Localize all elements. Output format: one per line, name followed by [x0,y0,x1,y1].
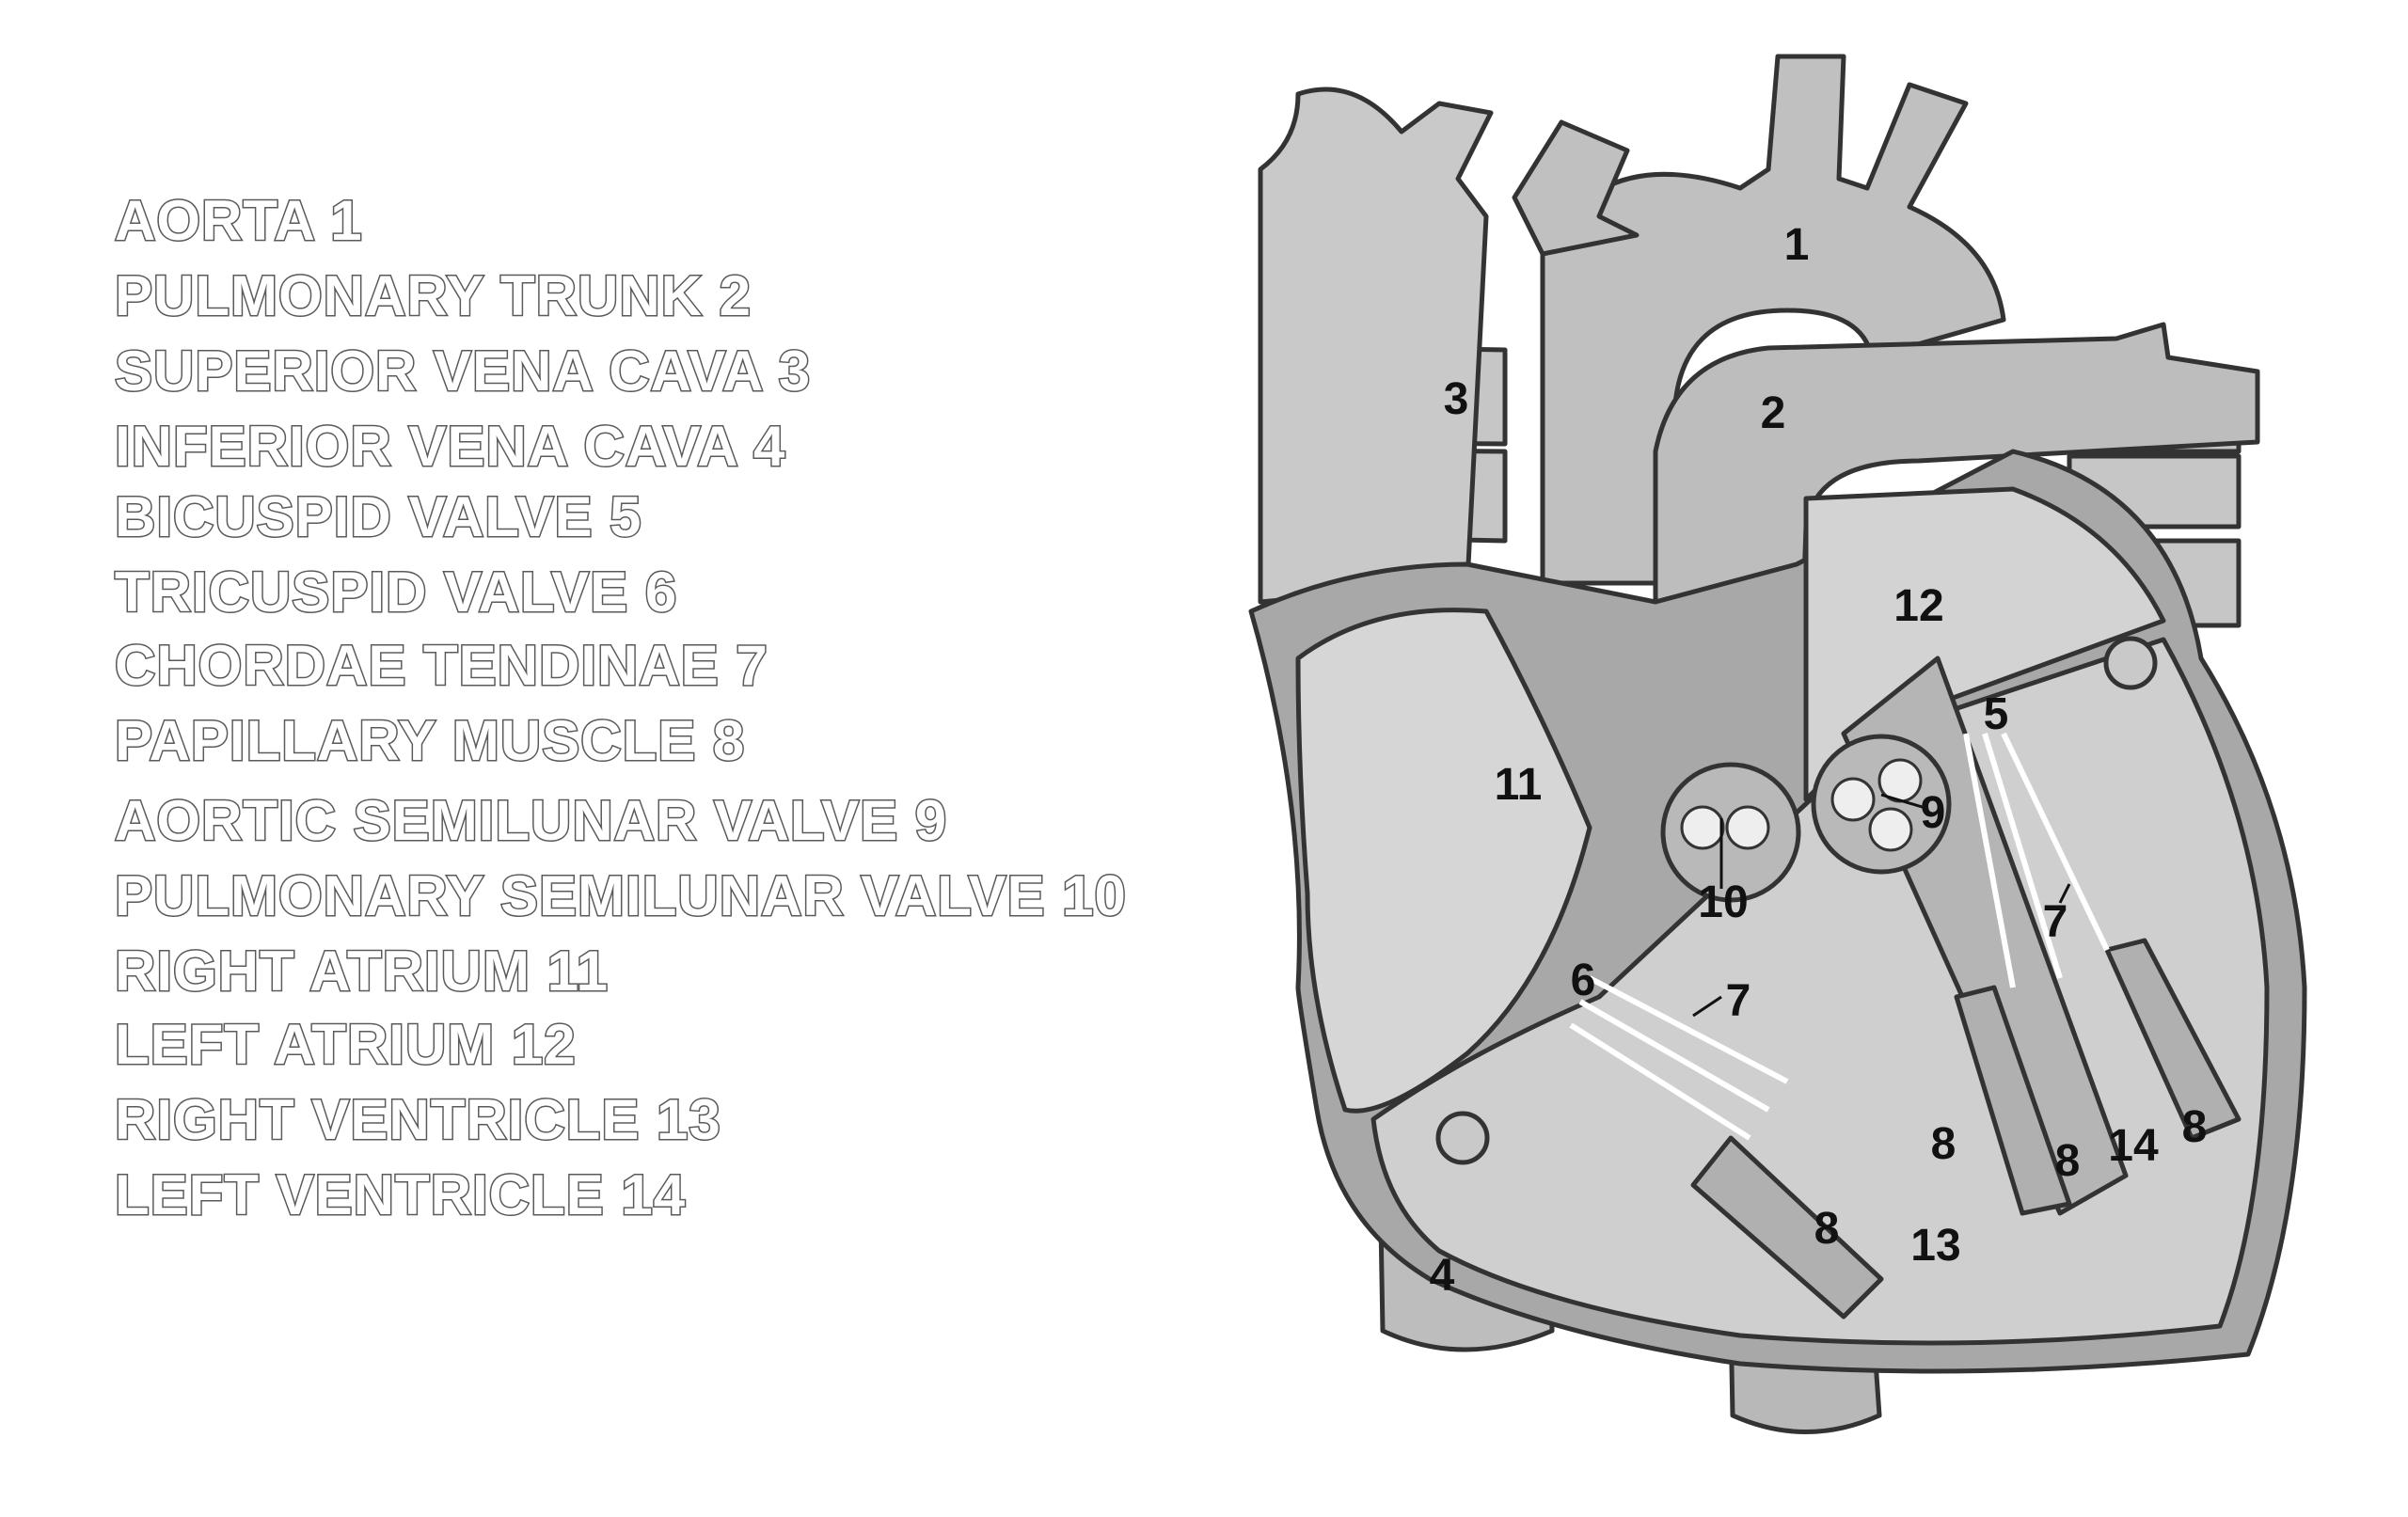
legend-item-aortic-semilunar-valve: AORTIC SEMILUNAR VALVE 9 [113,788,948,854]
legend-item-pulmonary-semilunar-valve: PULMONARY SEMILUNAR VALVE 10 [114,863,1128,929]
legend-item-right-atrium: RIGHT ATRIUM 11 [113,939,610,1004]
legend-item-inferior-vena-cava: INFERIOR VENA CAVA 4 [113,414,786,480]
label-tricuspid-valve: 6 [1571,956,1596,1005]
label-chordae-right: 7 [1726,976,1751,1026]
chordae-right-strand-1 [1588,975,1789,1084]
left-atrium-chamber [1803,486,2166,802]
label-bicuspid-valve: 5 [1984,689,2009,739]
label-inferior-vena-cava: 4 [1430,1251,1455,1301]
label-papillary-rv-lower: 8 [1814,1204,1840,1254]
papillary-muscle-lv-right [2104,938,2242,1141]
legend-item-pulmonary-trunk: PULMONARY TRUNK 2 [113,263,752,329]
label-superior-vena-cava: 3 [1444,374,1469,424]
label-papillary-rv-upper: 8 [1931,1119,1956,1169]
chordae-left-strand-3 [2001,732,2110,952]
pulmonary-valve-cusp-1 [1680,805,1725,850]
leader-valve-9 [1880,793,1929,811]
chordae-tendineae-lines [1569,732,2110,1141]
papillary-muscle-lv-mid [1954,985,2072,1216]
right-atrium-chamber [1295,608,1592,1114]
papillary-muscle-rv-lower [1690,1135,1884,1319]
label-pulmonary-trunk: 2 [1761,388,1786,438]
legend-item-superior-vena-cava: SUPERIOR VENA CAVA 3 [113,339,812,404]
label-aortic-semilunar-valve: 9 [1921,788,1946,838]
label-papillary-lv-mid: 8 [2055,1136,2081,1186]
superior-vena-cava [1258,87,1494,605]
coronary-vessel-right [2103,636,2158,690]
legend-item-aorta: AORTA 1 [114,188,364,254]
label-left-ventricle: 14 [2108,1121,2159,1171]
legend-item-left-ventricle: LEFT VENTRICLE 14 [113,1162,687,1228]
label-right-atrium: 11 [1495,760,1543,810]
pulmonary-valve-cusp-2 [1725,805,1770,850]
chordae-left-strand-2 [1982,733,2063,979]
label-right-ventricle: 13 [1910,1221,1960,1271]
legend-item-tricuspid-valve: TRICUSPID VALVE 6 [113,560,678,625]
aortic-valve-cusp-1 [1830,777,1876,822]
chordae-right-strand-2 [1578,999,1770,1113]
leader-lines [1692,793,2071,1018]
diagram-labels: 1 2 3 4 5 6 7 7 8 8 8 8 9 10 11 12 13 14 [1430,220,2208,1301]
leader-chordae-right [1692,995,1722,1018]
coronary-vessel-left [1435,1111,1490,1165]
chordae-left-strand-1 [1963,733,2016,988]
aortic-valve-cusp-3 [1868,807,1913,852]
label-chordae-left: 7 [2043,897,2068,947]
brachiocephalic-artery [1512,119,1640,257]
legend-item-left-atrium: LEFT ATRIUM 12 [114,1012,578,1078]
label-pulmonary-semilunar-valve: 10 [1698,877,1748,927]
legend-item-chordae-tendinae: CHORDAE TENDINAE 7 [114,633,769,699]
label-papillary-lv-right: 8 [2182,1102,2208,1152]
pulmonary-trunk [1653,322,2260,802]
chordae-right-strand-3 [1569,1022,1751,1141]
label-aorta: 1 [1784,220,1810,270]
legend-item-right-ventricle: RIGHT VENTRICLE 13 [114,1087,722,1153]
leader-chordae-left [2058,883,2071,904]
label-left-atrium: 12 [1893,581,1943,631]
legend-item-bicuspid-valve: BICUSPID VALVE 5 [114,484,643,550]
legend-item-papillary-muscle: PAPILLARY MUSCLE 8 [113,708,746,774]
